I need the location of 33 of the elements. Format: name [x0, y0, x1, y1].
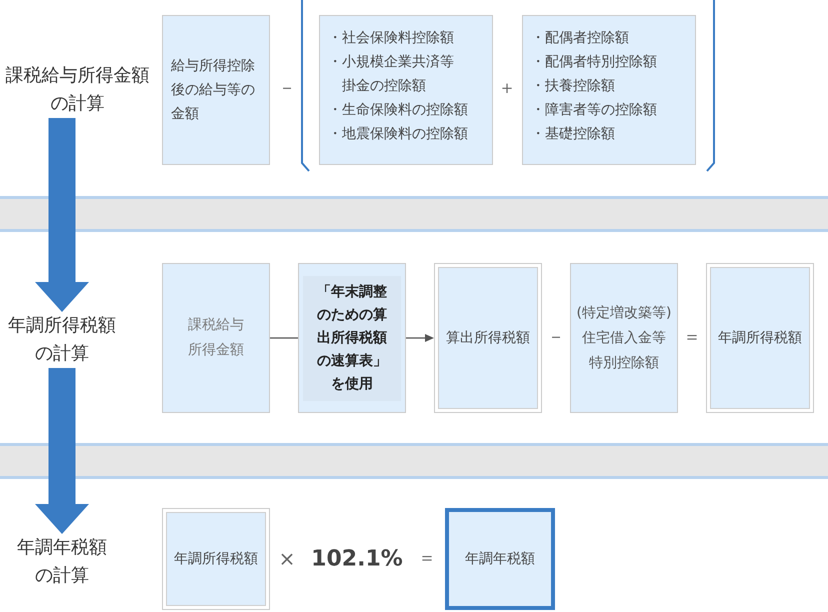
- list-item: ・配偶者特別控除額: [531, 53, 657, 72]
- list-box: [522, 15, 696, 165]
- arrow: [406, 334, 434, 342]
- rate-value: 102.1%: [311, 546, 403, 572]
- list-item: ・小規模企業共済等掛金の控除額: [328, 53, 455, 96]
- list-item: ・障害者等の控除額: [531, 101, 657, 120]
- connector-line: [270, 337, 298, 339]
- operator-sign: ＝: [683, 328, 701, 348]
- list-item: ・基礎控除額: [531, 125, 615, 144]
- formula-box: 課税給与所得金額: [162, 263, 270, 413]
- formula-box: (特定増改築等)住宅借入金等特別控除額: [570, 263, 678, 413]
- operator-sign: －: [547, 328, 565, 348]
- list-item: ・配偶者控除額: [531, 29, 629, 48]
- block-arrow: [35, 118, 89, 312]
- formula-box: 年調所得税額: [162, 508, 270, 610]
- list-box: [319, 15, 493, 165]
- result-box: 年調年税額: [445, 508, 555, 610]
- operator-sign: ×: [278, 548, 296, 570]
- operator-sign: ＝: [418, 548, 436, 570]
- step-heading: 年調年税額の計算: [13, 534, 111, 590]
- block-arrow: [35, 368, 89, 534]
- step-heading: 課税給与所得金額の計算: [2, 62, 154, 118]
- list-item: ・地震保険料の控除額: [328, 125, 468, 144]
- operator-sign: －: [278, 78, 296, 100]
- list-item: ・扶養控除額: [531, 77, 615, 96]
- list-item: ・生命保険料の控除額: [328, 101, 468, 120]
- list-item: ・社会保険料控除額: [328, 29, 454, 48]
- step-heading: 年調所得税額の計算: [4, 312, 120, 368]
- formula-box: 年調所得税額: [706, 263, 814, 413]
- formula-box: 給与所得控除後の給与等の金額: [162, 15, 270, 165]
- formula-box: 算出所得税額: [434, 263, 542, 413]
- operator-sign: ＋: [498, 78, 516, 100]
- formula-box: 「年末調整のための算出所得税額の速算表」を使用: [298, 263, 406, 413]
